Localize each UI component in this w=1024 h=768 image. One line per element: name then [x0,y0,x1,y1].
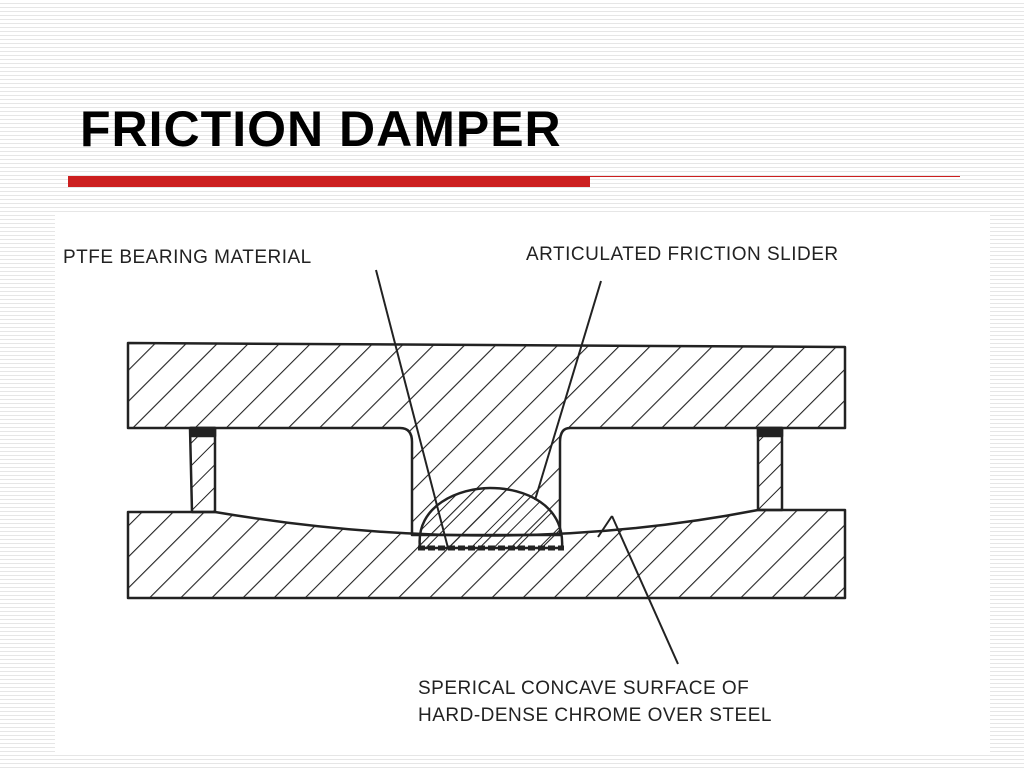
surface-label-line1: SPERICAL CONCAVE SURFACE OF [418,678,749,699]
slider-label: ARTICULATED FRICTION SLIDER [526,244,839,265]
ptfe-leader [375,269,449,549]
slider-leader [534,280,602,501]
surface-leader-tick [597,515,613,538]
surface-label-line2: HARD-DENSE CHROME OVER STEEL [418,705,772,726]
left-post [188,426,217,514]
slide-title: FRICTION DAMPER [80,101,562,157]
left-seal [189,426,217,438]
title-underline-accent [68,176,590,187]
friction-slider [418,486,564,550]
title-underline-thin [590,176,960,177]
right-post [756,426,784,512]
ptfe-label: PTFE BEARING MATERIAL [63,247,312,268]
right-seal [756,426,784,438]
surface-leader [611,515,679,665]
